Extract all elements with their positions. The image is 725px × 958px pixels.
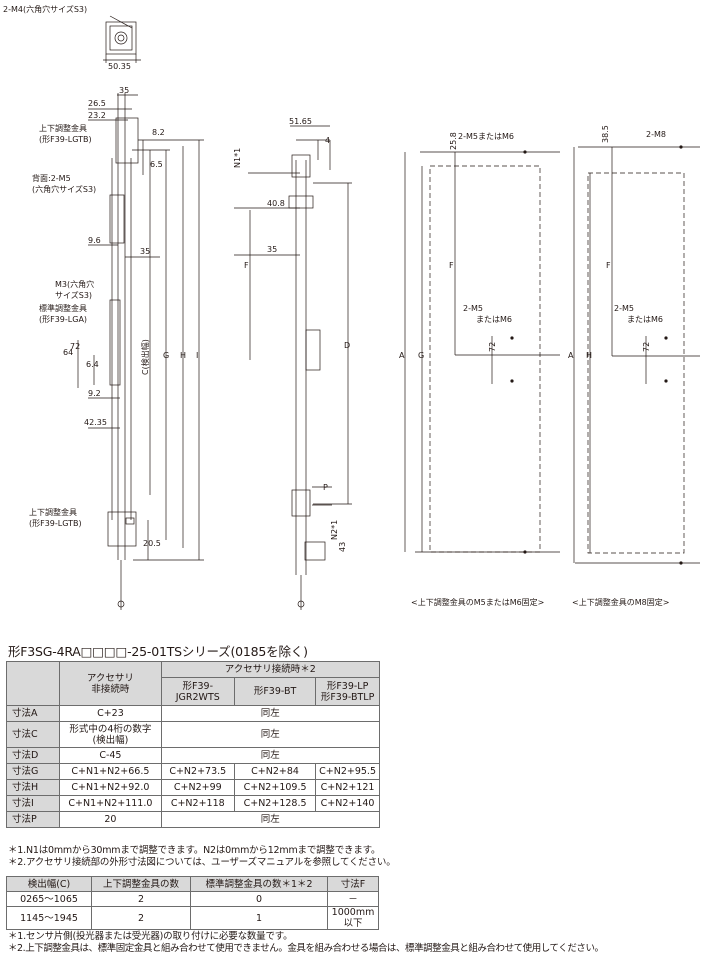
- bottom-bracket-label-2: (形F39-LGTB): [29, 519, 82, 528]
- front-dim-p: P: [323, 483, 328, 492]
- col-top-bottom: 上下調整金具の数: [91, 876, 191, 892]
- col-width: 検出幅(C): [6, 876, 92, 892]
- dim-72: 72: [70, 342, 80, 351]
- sub-header-jgr2wts: 形F39- JGR2WTS: [160, 677, 235, 706]
- col-standard: 標準調整金具の数＊1＊2: [190, 876, 328, 892]
- side-view: [77, 93, 204, 610]
- table-row: 1145～1945 2 1 1000mm以下: [6, 906, 379, 930]
- back-label-2: (六角穴サイズS3): [32, 184, 96, 194]
- m5-dim-72: 72: [488, 342, 497, 352]
- front-dim-4: 4: [325, 136, 330, 145]
- hex-label: 2-M4(六角穴サイズS3): [3, 4, 87, 14]
- dim-6-4: 6.4: [86, 360, 99, 369]
- header-connected: アクセサリ接続時＊2: [160, 661, 381, 678]
- col-dim-f: 寸法F: [327, 876, 379, 892]
- header-non-connected: アクセサリ 非接続時: [59, 661, 162, 706]
- dim-6-5: 6.5: [150, 160, 163, 169]
- table-row: 寸法P 20 同左: [5, 811, 381, 828]
- m3-label-1: M3(六角穴: [55, 279, 94, 289]
- table-row: 0265～1065 2 0 －: [6, 891, 379, 907]
- c-label: C(検出幅): [140, 339, 150, 375]
- table-corner: [5, 661, 61, 706]
- sub-header-lp: 形F39-LP 形F39-BTLP: [315, 677, 380, 706]
- dim-8-2: 8.2: [152, 128, 165, 137]
- top-bracket-label-1: 上下調整金具: [39, 123, 87, 133]
- front-dim-40-8: 40.8: [267, 199, 285, 208]
- caption-m5: <上下調整金具のM5またはM6固定>: [411, 598, 545, 607]
- top-view: [103, 15, 141, 63]
- front-dim-f: F: [244, 261, 249, 270]
- caption-m8: <上下調整金具のM8固定>: [572, 598, 670, 607]
- sub-header-bt: 形F39-BT: [233, 677, 317, 706]
- width-dim: 50.35: [108, 62, 131, 71]
- m3-label-2: サイズS3): [55, 290, 92, 300]
- dim-9-6: 9.6: [88, 236, 101, 245]
- m8-dim-72: 72: [642, 342, 651, 352]
- bracket-count-table: 検出幅(C) 上下調整金具の数 標準調整金具の数＊1＊2 寸法F 0265～10…: [6, 876, 379, 930]
- front-dim-n2: N2*1: [330, 520, 339, 540]
- dim-26-5: 26.5: [88, 99, 106, 108]
- dim-35: 35: [119, 86, 129, 95]
- std-bracket-label-1: 標準調整金具: [39, 303, 87, 313]
- mount-pattern-m5: [404, 151, 560, 553]
- dim-23-2: 23.2: [88, 111, 106, 120]
- m5-dim-top: 25.8: [449, 132, 458, 150]
- g-label: G: [163, 351, 169, 360]
- front-dim-35: 35: [267, 245, 277, 254]
- back-label-1: 背面:2-M5: [32, 173, 71, 183]
- dimension-drawing: 2-M4(六角穴サイズS3) 50.35 35 26.5 23.2 8.2 6.…: [3, 4, 700, 610]
- note-4: ＊2.上下調整金具は、標準固定金具と組み合わせて使用できません。金具を組み合わせ…: [8, 943, 604, 954]
- m8-h: H: [586, 351, 592, 360]
- note-2: ＊2.アクセサリ接続部の外形寸法図については、ユーザーズマニュアルを参照してくだ…: [8, 857, 396, 868]
- table-row: 寸法C 形式中の4桁の数字 (検出幅) 同左: [5, 721, 381, 748]
- note-3: ＊1.センサ片側(投光器または受光器)の取り付けに必要な数量です。: [8, 931, 293, 942]
- top-bracket-label-2: (形F39-LGTB): [39, 135, 92, 144]
- m5-a: A: [399, 351, 405, 360]
- m5-g: G: [418, 351, 424, 360]
- std-bracket-label-2: (形F39-LGA): [39, 315, 87, 324]
- front-dim-51-65: 51.65: [289, 117, 312, 126]
- dim-20-5: 20.5: [143, 539, 161, 548]
- dim-64: 64: [63, 348, 73, 357]
- m5-mid-label-1: 2-M5: [463, 304, 483, 313]
- mount-pattern-m8: [573, 146, 700, 564]
- m8-mid-label-1: 2-M5: [614, 304, 634, 313]
- table-row: 寸法G C+N1+N2+66.5 C+N2+73.5 C+N2+84 C+N2+…: [5, 763, 380, 780]
- dim-35b: 35: [140, 247, 150, 256]
- h-label: H: [180, 351, 186, 360]
- table-row: 寸法A C+23 同左: [5, 705, 381, 722]
- m5-f: F: [449, 261, 454, 270]
- m8-f: F: [606, 261, 611, 270]
- m8-mid-label-2: またはM6: [627, 315, 663, 324]
- table-row: 寸法H C+N1+N2+92.0 C+N2+99 C+N2+109.5 C+N2…: [5, 779, 380, 796]
- table-row: 寸法D C-45 同左: [5, 747, 381, 764]
- m8-top-label: 2-M8: [646, 130, 666, 139]
- front-dim-d: D: [344, 341, 350, 350]
- dim-42-35: 42.35: [84, 418, 107, 427]
- m8-dim-top: 38.5: [601, 125, 610, 143]
- note-1: ＊1.N1は0mmから30mmまで調整できます。N2は0mmから12mmまで調整…: [8, 845, 381, 856]
- m8-a: A: [568, 351, 574, 360]
- front-dim-n1: N1*1: [233, 148, 242, 168]
- i-label: I: [196, 351, 198, 360]
- series-title: 形F3SG-4RA□□□□-25-01TSシリーズ(0185を除く): [8, 644, 308, 659]
- m5-mid-label-2: またはM6: [476, 315, 512, 324]
- bottom-bracket-label-1: 上下調整金具: [29, 507, 77, 517]
- dim-9-2: 9.2: [88, 389, 101, 398]
- table-row: 寸法I C+N1+N2+111.0 C+N2+118 C+N2+128.5 C+…: [5, 795, 380, 812]
- m5-top-label: 2-M5またはM6: [458, 132, 514, 141]
- front-dim-43: 43: [338, 542, 347, 552]
- dimension-table: アクセサリ 非接続時 アクセサリ接続時＊2 形F39- JGR2WTS 形F39…: [5, 661, 381, 828]
- front-view: [234, 125, 352, 610]
